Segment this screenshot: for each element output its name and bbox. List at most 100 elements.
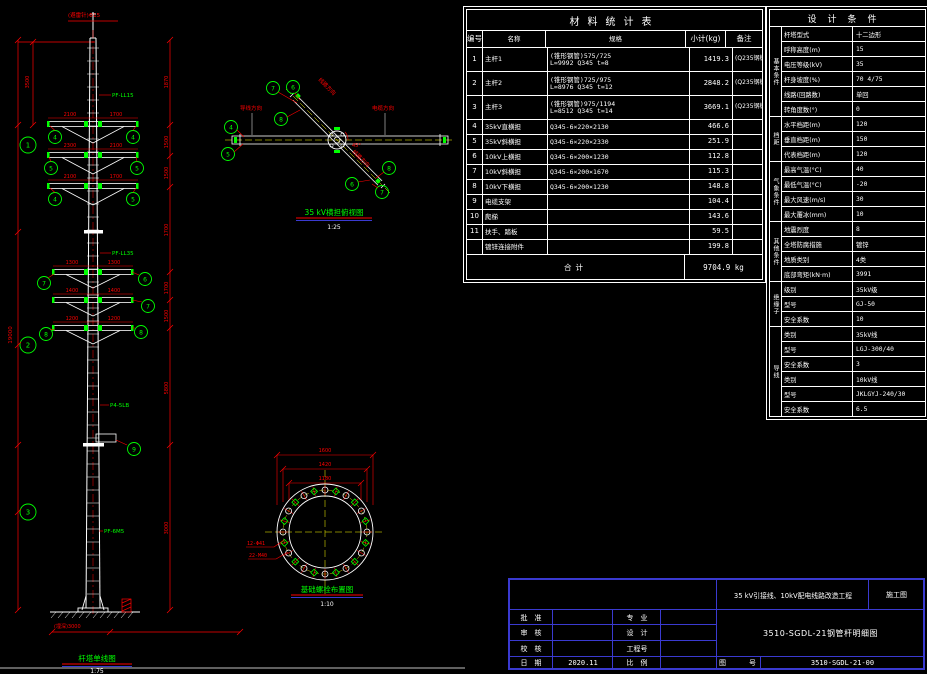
field-scale: 比 例 <box>612 656 661 669</box>
svg-text:1400: 1400 <box>66 288 79 294</box>
left-dim-chain <box>14 36 37 614</box>
svg-text:2: 2 <box>26 342 30 350</box>
plan-title: 35 kV横担俯视图 <box>305 207 364 217</box>
svg-text:1420: 1420 <box>319 462 332 468</box>
part-label-2: PF-LL35 <box>112 251 134 257</box>
svg-text:8: 8 <box>139 330 143 337</box>
design-table-title: 设计条件 <box>770 10 925 27</box>
flange-title: 基础螺栓布置图 <box>301 584 354 594</box>
field-approve: 批 准 <box>510 609 552 625</box>
lightning-rod-note: (避雷针)Φ15 <box>68 11 101 19</box>
flange-dim-lines <box>273 451 377 505</box>
svg-text:1180: 1180 <box>319 476 332 482</box>
svg-text:5: 5 <box>49 166 53 173</box>
table-row: 5 35kV斜横担 Q345-6×220×2330 251.9 <box>467 135 762 150</box>
crossarm-plan-view: 45° 线路方向 导线方向 电缆方向 线路方向 4 5 7 6 8 8 6 7 <box>221 76 455 231</box>
svg-text:2300: 2300 <box>64 143 77 149</box>
svg-text:7: 7 <box>271 86 275 93</box>
svg-text:6: 6 <box>143 277 147 284</box>
svg-text:7: 7 <box>380 190 384 197</box>
elevation-title: 杆塔单线图 <box>78 653 116 663</box>
field-project-no: 工程号 <box>612 640 661 657</box>
svg-text:1300: 1300 <box>108 260 121 266</box>
plan-angle: 45° <box>352 143 361 149</box>
svg-text:3: 3 <box>26 509 30 517</box>
flange-scale: 1:10 <box>320 601 334 608</box>
svg-text:5: 5 <box>226 152 230 159</box>
svg-text:5: 5 <box>131 197 135 204</box>
table-row: 6 10kV上横担 Q345-6×200×1230 112.8 <box>467 150 762 165</box>
field-discipline-value <box>660 609 717 625</box>
drawing-title: 3510-SGDL-21钢管杆明细图 <box>716 609 924 657</box>
table-row: 10 爬梯 143.6 <box>467 210 762 225</box>
title-block-blank <box>510 580 716 609</box>
svg-text:1200: 1200 <box>66 316 79 322</box>
cable-bracket <box>95 433 117 443</box>
material-table: 材料统计表 编号 名称 规格 小计(kg) 备注 1 主杆1 (锥形钢管)575… <box>463 6 766 283</box>
col-header-no: 编号 <box>467 34 482 44</box>
col-header-name: 名称 <box>482 31 545 47</box>
design-group-basic: 基本条件 杆塔型式十二边形 呼称高度(m)15 电压等级(kV)35 杆身坡度(… <box>770 27 925 117</box>
dir-left: 导线方向 <box>240 104 262 112</box>
field-proof: 校 核 <box>510 640 552 657</box>
dir-bottom: 线路方向 <box>351 148 372 169</box>
svg-text:1870: 1870 <box>164 76 170 89</box>
svg-text:7: 7 <box>146 304 150 311</box>
flange-note-1: 12-Φ41 <box>247 541 265 547</box>
svg-text:4: 4 <box>131 135 135 142</box>
flange-dims: 1600 1420 1180 <box>319 448 332 482</box>
svg-text:5800: 5800 <box>164 382 170 395</box>
design-stage: 施工图 <box>868 580 924 609</box>
part-label-4: PF-6M5 <box>104 529 125 535</box>
field-design: 设 计 <box>612 624 661 641</box>
svg-text:6: 6 <box>291 85 295 92</box>
drawing-no-label: 图 号 <box>716 656 761 669</box>
table-row: 8 10kV下横担 Q345-6×200×1230 148.8 <box>467 180 762 195</box>
svg-text:3500: 3500 <box>25 76 31 89</box>
right-dim-chain <box>166 36 174 614</box>
callout-leaders <box>47 125 143 331</box>
svg-text:2100: 2100 <box>64 174 77 180</box>
svg-text:1700: 1700 <box>164 224 170 237</box>
pole-elevation-drawing: (避雷针)Φ15 <box>0 11 465 674</box>
bury-depth-note: (埋深)3000 <box>54 623 81 630</box>
foundation-stub <box>121 598 132 613</box>
part-label-3: P4-5LB <box>110 403 129 409</box>
svg-text:1500: 1500 <box>164 310 170 323</box>
part-labels: PF-LL15 PF-LL35 P4-5LB PF-6M5 <box>104 93 134 535</box>
material-total-label: 合计 <box>564 262 587 272</box>
dir-top: 线路方向 <box>317 76 338 97</box>
field-check: 审 核 <box>510 624 552 641</box>
material-total-row: 合计 9704.9 kg <box>467 255 762 279</box>
table-row: 镀锌连接附件 199.8 <box>467 240 762 255</box>
field-date: 日 期 <box>510 656 552 669</box>
field-discipline: 专 业 <box>612 609 661 625</box>
plan-scale: 1:25 <box>327 224 341 231</box>
right-dim-labels: 1870 1500 1500 1700 1700 1500 5800 3000 <box>164 76 170 535</box>
svg-text:7: 7 <box>42 281 46 288</box>
svg-text:1200: 1200 <box>108 316 121 322</box>
part-label-1: PF-LL15 <box>112 93 134 99</box>
title-block: 35 kV引接线、10kV配电线路改造工程 施工图 批 准 专 业 审 核 设 … <box>508 578 925 670</box>
design-group-weather: 气象条件 最高气温(°C)40 最低气温(°C)-20 最大风速(m/s)30 … <box>770 162 925 222</box>
field-project-no-value <box>660 640 717 657</box>
segment-balloons: 1 2 3 <box>19 136 37 521</box>
field-approve-value <box>552 609 613 625</box>
table-row: 11 扶手、踏板 59.5 <box>467 225 762 240</box>
svg-text:1700: 1700 <box>110 174 123 180</box>
table-row: 7 10kV斜横担 Q345-6×200×1670 115.3 <box>467 165 762 180</box>
material-table-title: 材料统计表 <box>467 10 762 31</box>
svg-text:3000: 3000 <box>164 522 170 535</box>
plan-callout-leaders <box>233 91 385 189</box>
field-scale-value <box>660 656 717 669</box>
elevation-scale: 1:75 <box>90 668 104 674</box>
col-header-note: 备注 <box>725 31 762 47</box>
design-condition-table: 设计条件 基本条件 杆塔型式十二边形 呼称高度(m)15 电压等级(kV)35 … <box>766 6 927 420</box>
svg-text:19000: 19000 <box>8 326 14 344</box>
